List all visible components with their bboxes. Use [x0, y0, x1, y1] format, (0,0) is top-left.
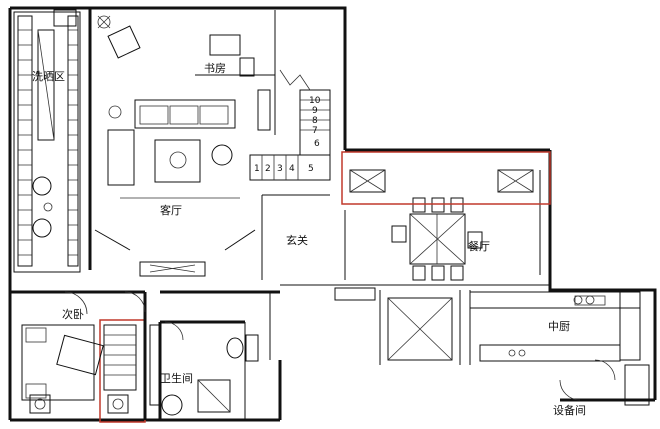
room-label-dining: 餐厅 [468, 239, 490, 253]
living-area [94, 99, 256, 277]
bathroom-area [149, 321, 259, 416]
stair-step-4: 4 [289, 164, 295, 174]
dining-area [349, 169, 541, 281]
room-label-bath: 卫生间 [160, 371, 193, 385]
stair-step-7: 7 [312, 126, 318, 136]
entry-area [261, 194, 346, 280]
room-label-equipment: 设备间 [553, 403, 586, 417]
room-label-living: 客厅 [160, 203, 182, 217]
study-area [97, 10, 276, 135]
room-label-entry: 玄关 [286, 233, 308, 247]
stair-step-6: 6 [314, 139, 320, 149]
stair-step-3: 3 [277, 164, 283, 174]
stair-step-1: 1 [254, 164, 260, 174]
stair-step-2: 2 [265, 164, 271, 174]
stair-step-5: 5 [308, 164, 314, 174]
laundry-area [13, 9, 81, 273]
room-label-kitchen: 中厨 [548, 320, 570, 333]
kitchen-area [469, 290, 650, 406]
stair-step-9: 9 [312, 106, 318, 116]
room-label-laundry: 洗晒区 [32, 70, 65, 83]
elevator [334, 287, 453, 361]
room-label-study: 书房 [204, 62, 226, 75]
room-label-bedroom: 次卧 [62, 307, 84, 321]
staircase [249, 69, 331, 181]
highlight-dining-sideboard [341, 151, 551, 205]
stair-step-8: 8 [312, 116, 318, 126]
stair-step-10: 10 [309, 96, 321, 106]
exterior-walls [8, 6, 657, 422]
bedroom-area [21, 291, 146, 414]
